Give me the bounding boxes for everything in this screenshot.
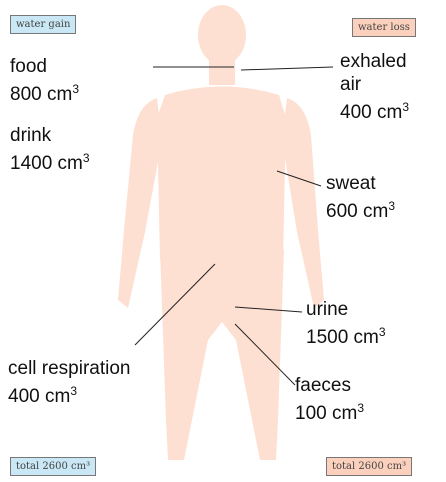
water-loss-box: water loss xyxy=(352,18,416,37)
cell-respiration-value: 400 cm3 xyxy=(8,380,131,408)
drink-name: drink xyxy=(10,124,90,147)
total-gain-box: total 2600 cm³ xyxy=(10,457,96,476)
sweat-name: sweat xyxy=(326,172,395,195)
water-gain-box: water gain xyxy=(10,15,76,34)
faeces-value: 100 cm3 xyxy=(295,397,364,425)
urine-name: urine xyxy=(306,298,386,321)
exhaled-air-label: exhaled air 400 cm3 xyxy=(340,50,409,124)
urine-label: urine 1500 cm3 xyxy=(306,298,386,349)
total-loss-box: total 2600 cm³ xyxy=(326,457,412,476)
faeces-name: faeces xyxy=(295,374,364,397)
food-value: 800 cm3 xyxy=(10,78,79,106)
sweat-value: 600 cm3 xyxy=(326,195,395,223)
food-name: food xyxy=(10,55,79,78)
exhaled-line2: air xyxy=(340,73,409,96)
urine-value: 1500 cm3 xyxy=(306,321,386,349)
drink-value: 1400 cm3 xyxy=(10,147,90,175)
faeces-label: faeces 100 cm3 xyxy=(295,374,364,425)
food-label: food 800 cm3 xyxy=(10,55,79,106)
exhaled-line1: exhaled xyxy=(340,50,409,73)
drink-label: drink 1400 cm3 xyxy=(10,124,90,175)
sweat-label: sweat 600 cm3 xyxy=(326,172,395,223)
cell-respiration-label: cell respiration 400 cm3 xyxy=(8,357,131,408)
cell-respiration-name: cell respiration xyxy=(8,357,131,380)
exhaled-value: 400 cm3 xyxy=(340,96,409,124)
